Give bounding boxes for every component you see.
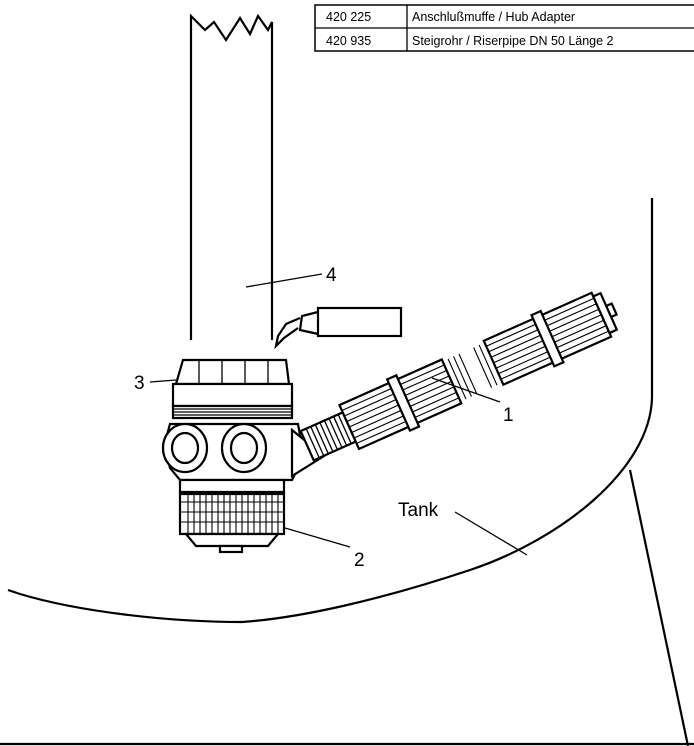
- adhesive-tube: [274, 306, 403, 350]
- hub-adapter: [171, 358, 294, 420]
- tank-outline: [0, 198, 694, 746]
- callout-filter: 1: [503, 405, 514, 426]
- valve-body: [161, 422, 326, 554]
- tank-label: Tank: [398, 500, 439, 521]
- parts-table: 420 225 Anschlußmuffe / Hub Adapter 420 …: [314, 4, 694, 52]
- part-description: Anschlußmuffe / Hub Adapter: [412, 10, 575, 24]
- part-number: 420 935: [326, 34, 371, 48]
- callout-hub-adapter: 3: [134, 373, 145, 394]
- leader-lines: [149, 273, 528, 556]
- filter-element: [299, 291, 619, 462]
- callout-riser-pipe: 4: [326, 265, 337, 286]
- callout-base-nut: 2: [354, 550, 365, 571]
- riser-pipe: [189, 13, 274, 340]
- parts-table-row: 420 935 Steigrohr / Riserpipe DN 50 Läng…: [326, 34, 614, 48]
- parts-table-row: 420 225 Anschlußmuffe / Hub Adapter: [326, 10, 575, 24]
- part-description: Steigrohr / Riserpipe DN 50 Länge 2: [412, 34, 614, 48]
- part-number: 420 225: [326, 10, 371, 24]
